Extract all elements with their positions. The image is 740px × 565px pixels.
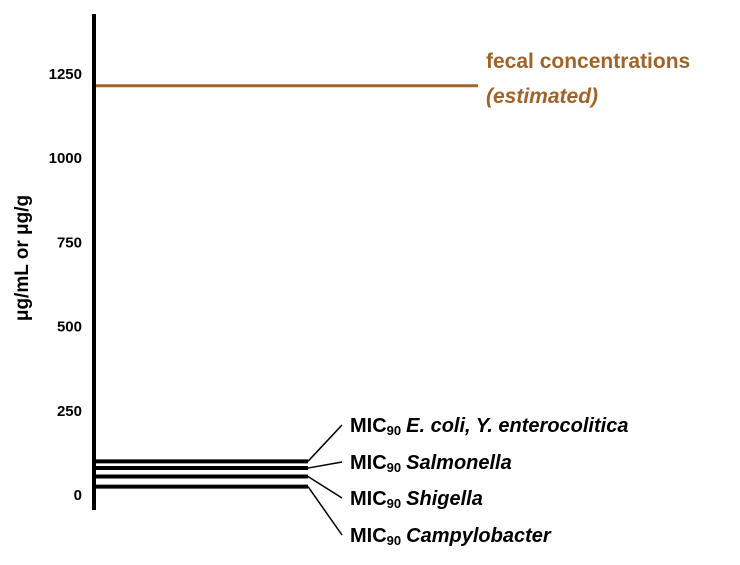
mic-subscript: 90 — [387, 533, 401, 548]
fecal-sublabel: (estimated) — [486, 85, 598, 108]
mic-organism: Salmonella — [406, 452, 512, 474]
y-tick-label: 750 — [57, 234, 82, 251]
mic-subscript: 90 — [387, 496, 401, 511]
y-tick-label: 1250 — [49, 66, 82, 83]
y-tick-label: 0 — [74, 487, 82, 504]
y-tick-label: 250 — [57, 403, 82, 420]
mic-prefix: MIC — [350, 452, 387, 474]
mic-prefix: MIC — [350, 525, 387, 547]
mic-leader-line — [307, 475, 343, 499]
mic-leader-line — [307, 486, 343, 536]
mic-leader-line — [307, 424, 343, 462]
y-axis-label: μg/mL or μg/g — [12, 195, 33, 321]
mic-organism: Shigella — [406, 488, 483, 510]
mic-prefix: MIC — [350, 488, 387, 510]
mic-label: MIC90 Campylobacter — [350, 525, 552, 548]
mic-organism: E. coli, Y. enterocolitica — [406, 415, 628, 437]
mic-subscript: 90 — [387, 423, 401, 438]
mic-subscript: 90 — [387, 460, 401, 475]
mic-prefix: MIC — [350, 415, 387, 437]
fecal-label: fecal concentrations — [486, 50, 690, 73]
y-tick-label: 500 — [57, 319, 82, 336]
mic-label: MIC90 E. coli, Y. enterocolitica — [350, 415, 628, 438]
mic-organism: Campylobacter — [406, 525, 552, 547]
mic-label: MIC90 Salmonella — [350, 452, 512, 475]
mic-label: MIC90 Shigella — [350, 488, 483, 511]
mic-leader-line — [307, 461, 343, 469]
y-tick-label: 1000 — [49, 150, 82, 167]
y-tick-labels: 0 250 500 750 1000 1250 — [49, 66, 82, 504]
